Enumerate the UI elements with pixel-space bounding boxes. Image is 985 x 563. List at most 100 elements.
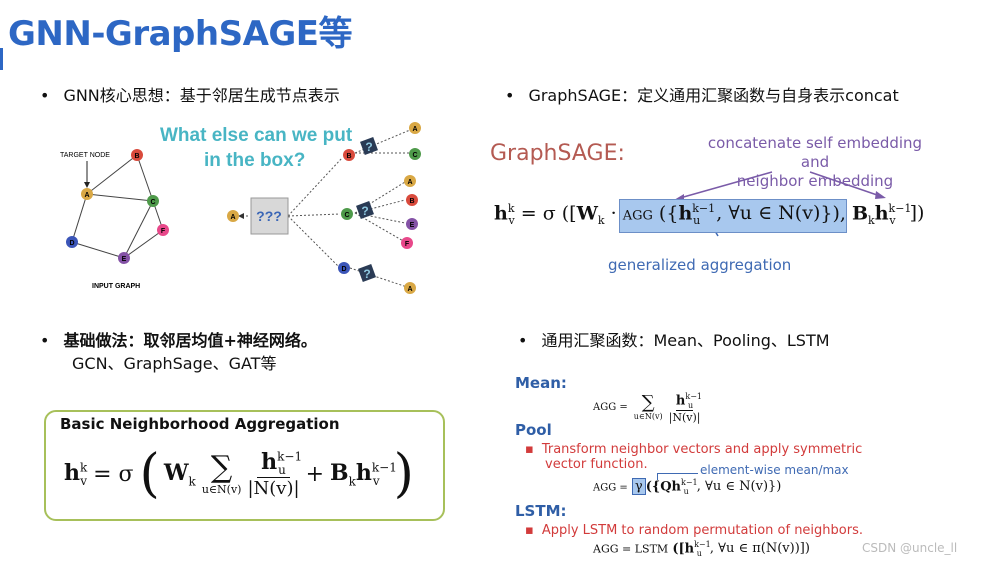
basic-box-title: Basic Neighborhood Aggregation xyxy=(60,415,340,433)
leaf-f-1 xyxy=(401,237,413,249)
agg-highlight xyxy=(619,199,847,233)
leaf-a-1 xyxy=(409,122,421,134)
lstm-heading: LSTM: xyxy=(515,502,567,520)
question-box-c xyxy=(356,201,374,219)
node-d-label: D xyxy=(69,240,74,247)
leaf-c-1 xyxy=(409,148,421,160)
pool-agg: AGG = xyxy=(593,482,628,494)
pool-text-line-2: vector function. xyxy=(545,457,648,472)
node-f xyxy=(157,224,169,236)
basic-paren-open: ( xyxy=(139,444,160,504)
mean-num-sup: k−1 xyxy=(685,392,702,401)
question-line-2: in the box? xyxy=(204,150,305,171)
leaf-f-1-label: F xyxy=(405,241,410,248)
basic-hv: h xyxy=(355,459,372,486)
bullet-graphsage-text: GraphSAGE：定义通用汇聚函数与自身表示concat xyxy=(528,86,899,105)
bullet-graphsage: • GraphSAGE：定义通用汇聚函数与自身表示concat xyxy=(505,82,899,106)
bullet-agg-funcs-text: 通用汇聚函数：Mean、Pooling、LSTM xyxy=(541,331,830,350)
graphsage-formula: hkv = σ ([Wk · AGG ({hk−1u, ∀u ∈ N(v)}),… xyxy=(494,202,925,228)
formula-hv: h xyxy=(874,202,889,225)
pool-tail: , ∀u ∈ N(v)}) xyxy=(696,479,782,495)
bullet-basic-text: 基础做法：取邻居均值+神经网络。 xyxy=(63,331,317,350)
formula-sub: v xyxy=(508,214,515,228)
formula-hu-sup: k−1 xyxy=(692,202,716,215)
basic-aggregation-box xyxy=(44,410,445,521)
basic-plus: + xyxy=(305,461,324,487)
tree-arrowhead xyxy=(238,213,244,219)
lstm-tail: , ∀u ∈ π(N(v))]) xyxy=(709,541,810,557)
aggregation-box xyxy=(250,197,289,235)
bullet-gnn-core: •GNN核心思想：基于邻居生成节点表示 xyxy=(40,82,340,106)
pool-bullet: ▪ xyxy=(525,442,534,457)
node-a xyxy=(81,188,93,200)
input-graph-label: INPUT GRAPH xyxy=(92,283,140,290)
node-b xyxy=(131,149,143,161)
leaf-a-1-label: A xyxy=(412,126,417,133)
tree-node-c xyxy=(341,208,353,220)
lstm-sub: u xyxy=(696,548,702,558)
mean-num-sub: u xyxy=(688,400,694,410)
basic-paren-close: ) xyxy=(393,444,414,504)
lstm-text-line: Apply LSTM to random permutation of neig… xyxy=(541,523,863,538)
leaf-a-3-label: A xyxy=(407,286,412,293)
lstm-text: ▪ Apply LSTM to random permutation of nei… xyxy=(525,523,863,538)
basic-b-sub: k xyxy=(348,474,356,489)
node-e-label: E xyxy=(122,256,127,263)
aggregation-box-label: ??? xyxy=(256,208,282,224)
basic-sum: ∑ u∈N(v) xyxy=(201,449,242,496)
lstm-bullet: ▪ xyxy=(525,523,534,538)
tree-node-d-label: D xyxy=(341,266,346,273)
mean-heading: Mean: xyxy=(515,374,567,392)
tree-node-c-label: C xyxy=(344,212,349,219)
node-f-label: F xyxy=(161,228,166,235)
lstm-sup: k−1 xyxy=(694,540,711,549)
annotation-concatenate: concatenate self embedding and neighbor … xyxy=(695,134,935,191)
node-d xyxy=(66,236,78,248)
tree-node-a xyxy=(227,210,239,222)
watermark: CSDN @uncle_ll xyxy=(862,541,958,555)
formula-hv-sub: v xyxy=(889,214,896,228)
bullet-dot: • xyxy=(518,331,528,350)
title-accent-bar xyxy=(0,48,3,70)
lstm-agg: AGG = LSTM xyxy=(593,542,669,556)
basic-h-sub: v xyxy=(80,474,88,489)
annotation-generalized: generalized aggregation xyxy=(608,256,792,274)
pool-formula: AGG = γ({Qhk−1u, ∀u ∈ N(v)}) xyxy=(593,478,781,496)
basic-sigma: = σ xyxy=(93,461,134,487)
formula-w-sub: k xyxy=(597,214,605,228)
graph-diagram: TARGET NODE A B C D E F INPUT GRAPH What… xyxy=(60,122,421,294)
pool-text: ▪Transform neighbor vectors and apply sy… xyxy=(525,442,862,472)
node-e xyxy=(118,252,130,264)
question-box-b xyxy=(360,137,378,155)
node-c-label: C xyxy=(150,199,155,206)
annotation-concatenate-line-1: concatenate self embedding and xyxy=(707,134,923,171)
basic-formula: hkv = σ ( Wk ∑ u∈N(v) hk−1u |N(v)| + Bkh… xyxy=(64,448,414,500)
node-c xyxy=(147,195,159,207)
pool-sup: k−1 xyxy=(680,478,698,487)
annotation-concatenate-line-2: neighbor embedding xyxy=(736,172,894,190)
bullet-dot: • xyxy=(505,86,515,105)
target-arrowhead xyxy=(84,182,90,188)
question-box-d xyxy=(358,264,376,282)
basic-num-sub: u xyxy=(278,463,286,478)
mean-den: |N(v)| xyxy=(668,410,701,424)
mean-num: h xyxy=(675,393,686,409)
leaf-a-3 xyxy=(404,282,416,294)
basic-sum-sub: u∈N(v) xyxy=(201,482,242,496)
target-node-label: TARGET NODE xyxy=(60,152,110,159)
pool-note-connector xyxy=(657,473,698,480)
tree-node-d xyxy=(338,262,350,274)
lstm-rest: ([h xyxy=(672,541,695,557)
basic-hv-sup: k−1 xyxy=(371,460,397,475)
tree-node-b xyxy=(343,149,355,161)
basic-w-sub: k xyxy=(188,474,196,489)
node-a-label: A xyxy=(84,192,89,199)
mean-fraction: hk−1u |N(v)| xyxy=(668,392,702,424)
formula-agg: AGG xyxy=(622,208,653,224)
formula-forall: , ∀u ∈ N(v) xyxy=(716,202,821,225)
leaf-e-1-label: E xyxy=(410,222,415,229)
formula-h: h xyxy=(494,202,508,225)
bullet-agg-funcs: • 通用汇聚函数：Mean、Pooling、LSTM xyxy=(518,327,830,351)
input-graph-edges xyxy=(71,154,164,259)
leaf-a-2-label: A xyxy=(407,179,412,186)
